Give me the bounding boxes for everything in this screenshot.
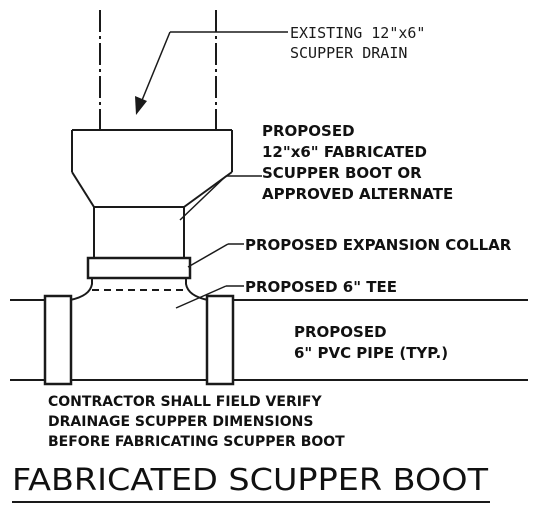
boot-label-line1: PROPOSED [262, 122, 355, 140]
note-line1: CONTRACTOR SHALL FIELD VERIFY [48, 394, 322, 410]
boot-leader-diagonal [179, 175, 227, 221]
boot-label-line3: SCUPPER BOOT OR [262, 164, 422, 182]
boot-label-line4: APPROVED ALTERNATE [262, 185, 453, 203]
note-line3: BEFORE FABRICATING SCUPPER BOOT [48, 434, 345, 450]
collar-label: PROPOSED EXPANSION COLLAR [245, 236, 512, 254]
tee-left-coupling [43, 294, 73, 386]
existing-drain-arrowhead [135, 96, 147, 115]
tee-right-coupling [205, 294, 235, 386]
existing-drain-label-line2: SCUPPER DRAIN [290, 44, 407, 62]
tee-right-shoulder [185, 278, 209, 301]
tee-leader-diagonal [175, 285, 227, 309]
tee-left-shoulder [69, 278, 93, 301]
collar-leader-diagonal [187, 243, 229, 268]
tee-label: PROPOSED 6" TEE [245, 278, 397, 296]
expansion-collar [86, 256, 192, 280]
existing-drain-label-line1: EXISTING 12"x6" [290, 24, 425, 42]
detail-title: FABRICATED SCUPPER BOOT [12, 463, 489, 498]
boot-label-line2: 12"x6" FABRICATED [262, 143, 427, 161]
existing-drain-arrow-shaft [137, 31, 171, 111]
pipe-label-line2: 6" PVC PIPE (TYP.) [294, 344, 448, 362]
note-line2: DRAINAGE SCUPPER DIMENSIONS [48, 414, 313, 430]
boot-left-taper [71, 171, 95, 208]
pipe-label-line1: PROPOSED [294, 323, 387, 341]
